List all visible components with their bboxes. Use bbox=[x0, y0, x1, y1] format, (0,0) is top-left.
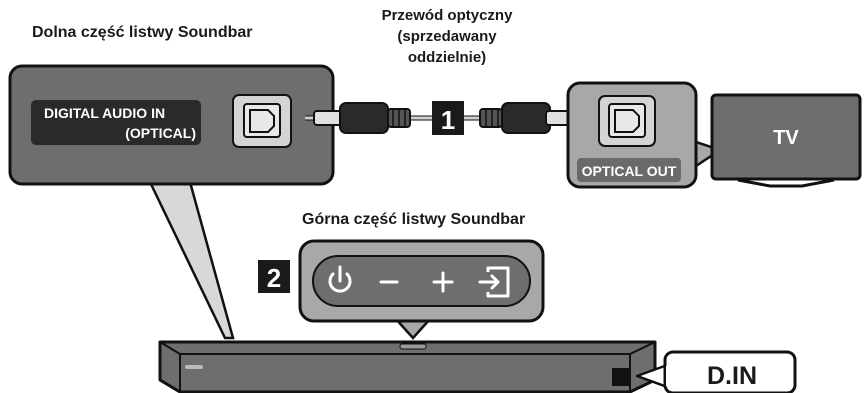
plus-icon[interactable] bbox=[432, 271, 454, 293]
step-2-number: 2 bbox=[267, 263, 281, 293]
top-button-indicator bbox=[399, 343, 427, 350]
cable-label-line3: oddzielnie) bbox=[408, 49, 486, 66]
optical-out-chip bbox=[577, 158, 681, 182]
bottom-panel-callout: DIGITAL AUDIO IN (OPTICAL) bbox=[8, 64, 335, 340]
port-label-line2: (OPTICAL) bbox=[125, 125, 196, 141]
display-window bbox=[612, 368, 630, 386]
display-text: D.IN bbox=[707, 362, 757, 390]
optical-port-icon bbox=[598, 95, 656, 147]
display-callout bbox=[635, 350, 797, 393]
led-indicator bbox=[185, 365, 203, 369]
source-icon[interactable] bbox=[478, 266, 510, 298]
step-1-number: 1 bbox=[441, 105, 455, 135]
top-part-label: Górna część listwy Soundbar bbox=[302, 211, 525, 228]
bottom-part-label: Dolna część listwy Soundbar bbox=[32, 24, 253, 41]
top-controls-callout bbox=[298, 239, 545, 340]
tv-label: TV bbox=[773, 127, 799, 149]
tv-icon bbox=[710, 93, 862, 188]
button-strip bbox=[312, 255, 531, 307]
step-2-badge bbox=[258, 260, 290, 293]
power-icon[interactable] bbox=[328, 265, 352, 293]
cable-label-line2: (sprzedawany bbox=[397, 28, 497, 45]
optical-out-label: OPTICAL OUT bbox=[582, 163, 677, 179]
tv-port-callout: OPTICAL OUT bbox=[566, 81, 723, 189]
port-label-chip bbox=[31, 100, 201, 145]
soundbar bbox=[158, 340, 657, 393]
cable-label-line1: Przewód optyczny bbox=[382, 7, 514, 24]
optical-port-icon bbox=[232, 94, 292, 148]
step-1-badge bbox=[432, 101, 464, 135]
port-label-line1: DIGITAL AUDIO IN bbox=[44, 105, 165, 121]
